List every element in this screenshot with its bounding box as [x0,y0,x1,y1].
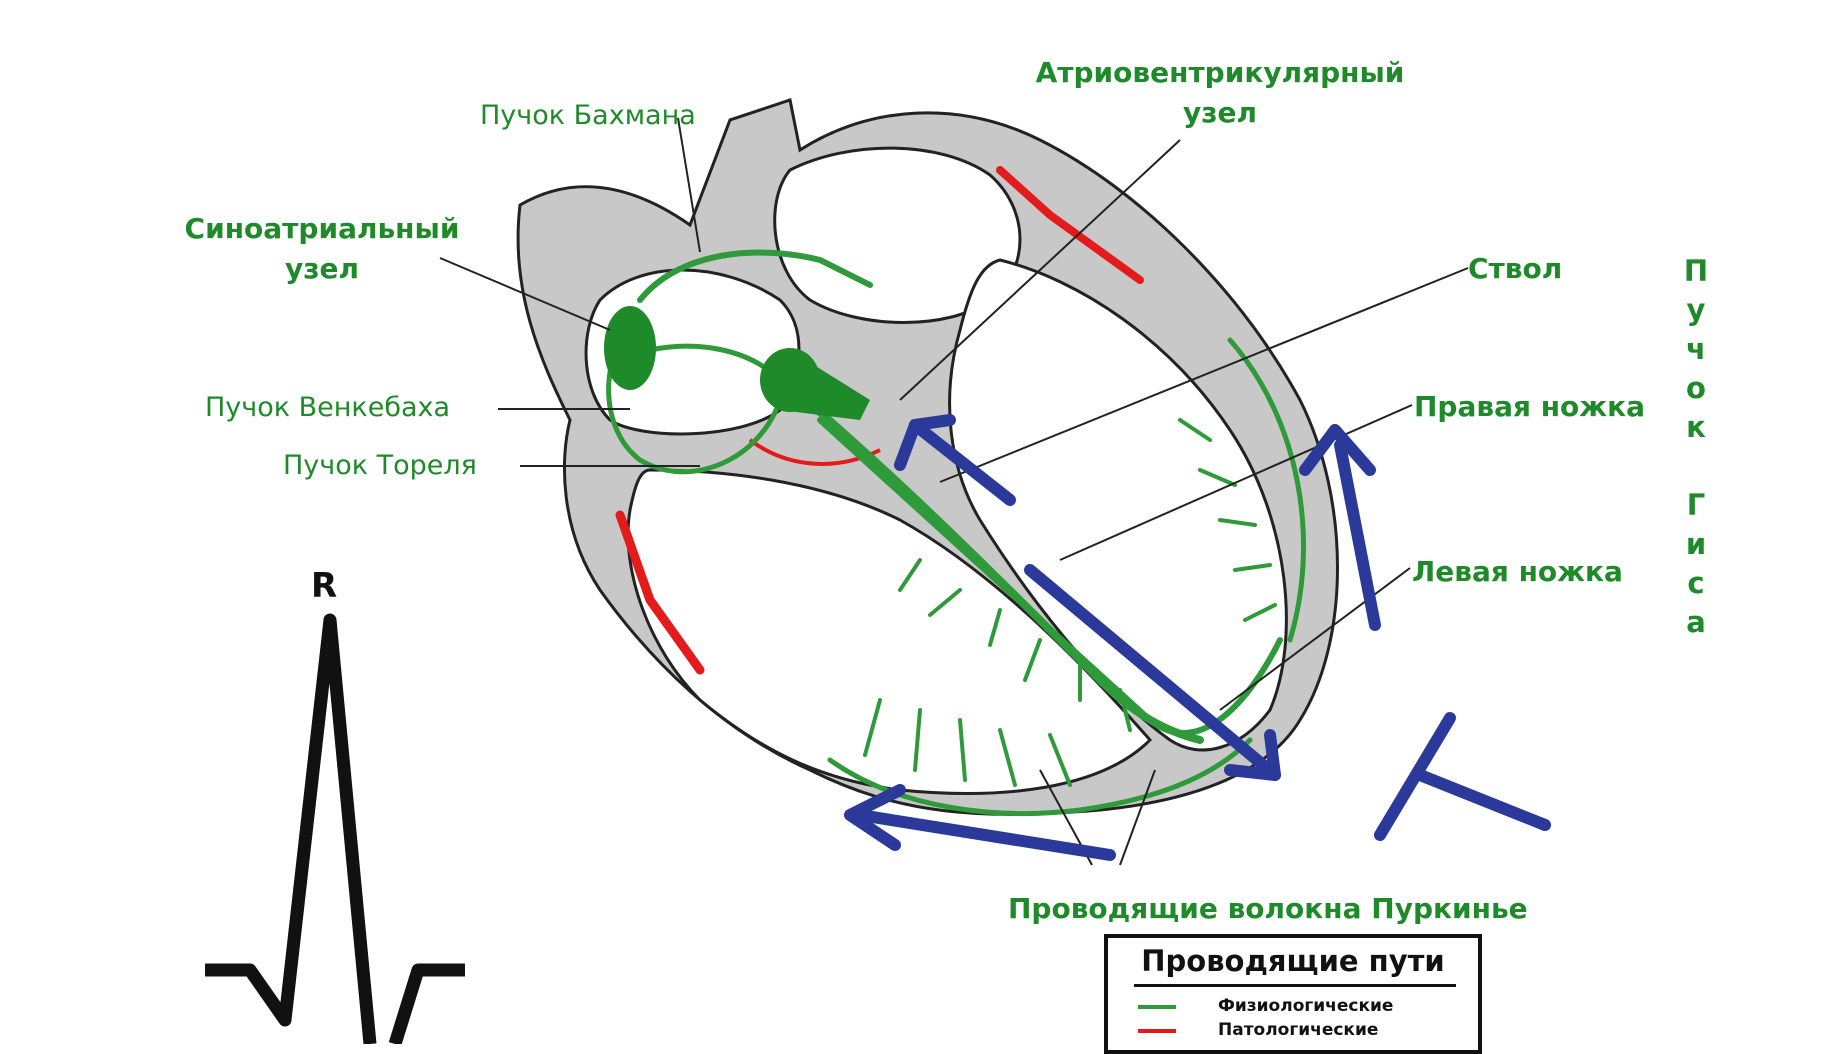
his-letter: с [1678,564,1714,603]
legend: Проводящие пути Физиологические Патологи… [1104,934,1482,1054]
legend-swatch [1138,1029,1176,1033]
legend-title: Проводящие пути [1108,944,1478,978]
his-letter: Г [1678,486,1714,525]
his-letter: а [1678,603,1714,642]
label-sa-node-line1: Синоатриальный [172,212,472,246]
label-left-branch: Левая ножка [1412,555,1623,589]
label-av-node-line1: Атриовентрикулярный [1020,56,1420,90]
label-his-bundle-vertical: П у ч о к Г и с а [1678,252,1714,642]
label-trunk: Ствол [1468,252,1562,286]
his-letter: ч [1678,330,1714,369]
label-purkinje: Проводящие волокна Пуркинье [1008,892,1528,926]
legend-item-label: Физиологические [1218,996,1393,1016]
label-sa-node-line2: узел [172,252,472,286]
legend-divider [1134,984,1456,987]
his-letter: у [1678,291,1714,330]
his-letter: и [1678,525,1714,564]
legend-swatch [1138,1005,1176,1009]
his-letter: к [1678,408,1714,447]
label-right-branch: Правая ножка [1414,390,1645,424]
label-wenckebach: Пучок Венкебаха [205,392,450,424]
label-av-node-line2: узел [1020,96,1420,130]
label-thorel: Пучок Тореля [283,450,477,482]
his-letter [1678,447,1714,486]
sa-node [604,306,656,390]
his-letter: П [1678,252,1714,291]
label-bachmann: Пучок Бахмана [480,100,696,132]
ecg-r-label: R [311,566,337,606]
legend-item-label: Патологические [1218,1020,1378,1040]
his-letter: о [1678,369,1714,408]
